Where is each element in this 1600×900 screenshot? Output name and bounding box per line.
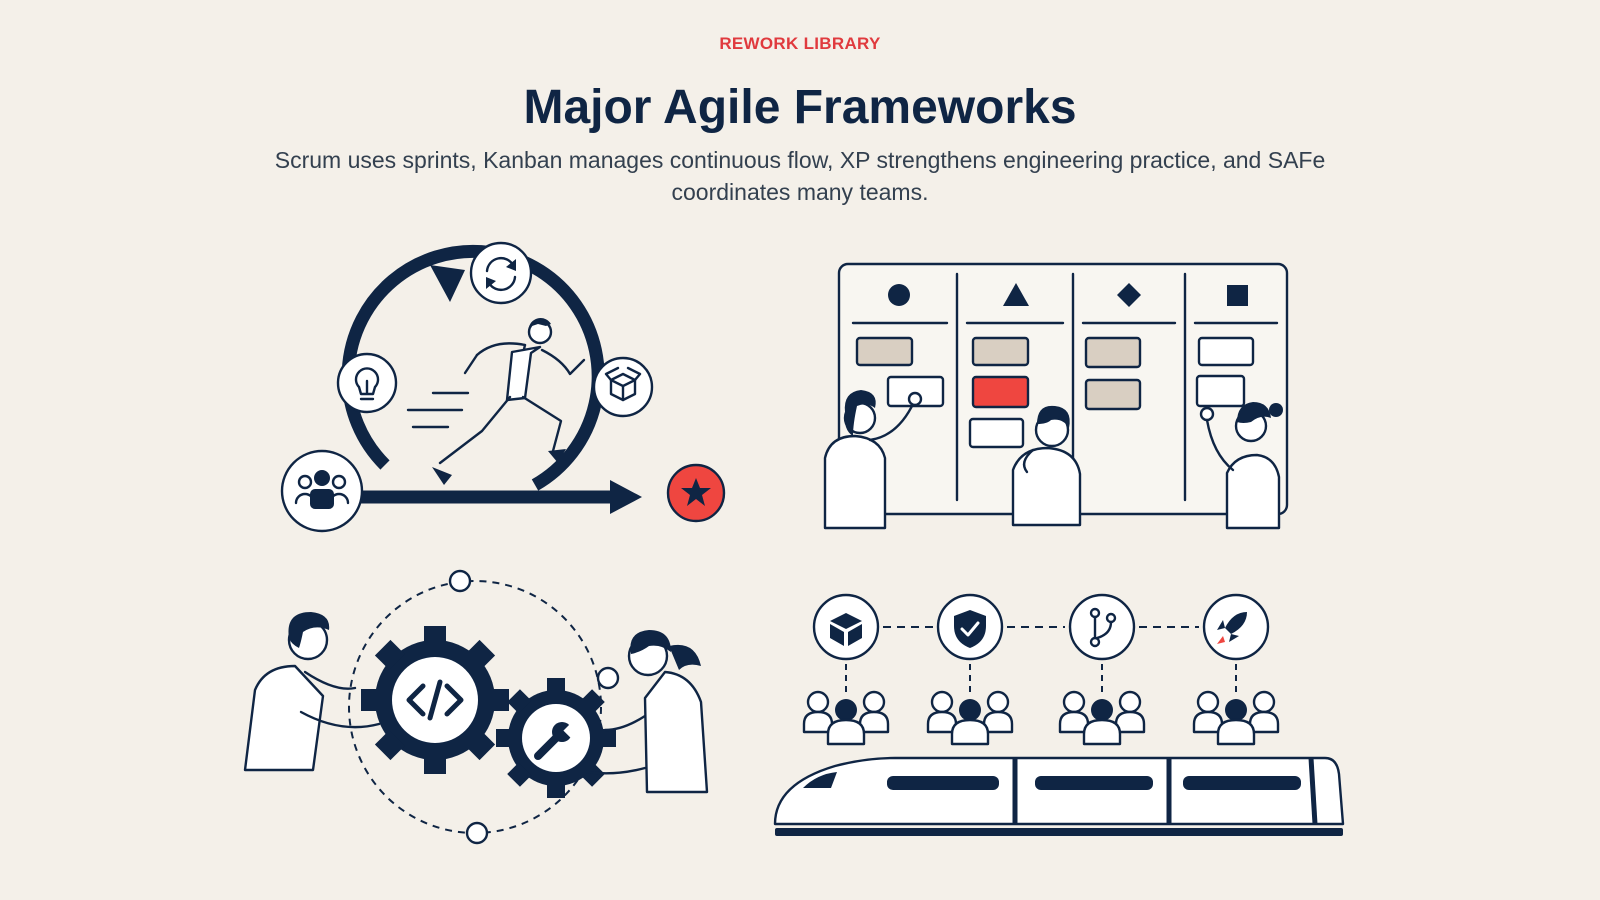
- team-icon: [280, 449, 364, 533]
- kanban-illustration: [815, 260, 1295, 545]
- team-icon: [1058, 690, 1146, 746]
- page-subtitle: Scrum uses sprints, Kanban manages conti…: [274, 147, 1326, 205]
- refresh-icon: [469, 241, 533, 305]
- code-gear-icon: [361, 626, 509, 774]
- running-person: [432, 318, 586, 485]
- train: [773, 756, 1345, 836]
- triangle-icon: [1003, 283, 1029, 306]
- open-box-icon: [592, 356, 654, 418]
- lightbulb-icon: [336, 352, 398, 414]
- team-icon: [926, 690, 1014, 746]
- star-icon: [666, 463, 726, 523]
- square-icon: [1227, 285, 1248, 306]
- shield-check-icon: [936, 593, 1004, 661]
- cycle-arrowhead: [430, 265, 465, 302]
- connector-lines: [845, 626, 1237, 692]
- person: [1199, 402, 1283, 530]
- circle-icon: [888, 284, 910, 306]
- git-branch-icon: [1068, 593, 1136, 661]
- page-title: Major Agile Frameworks: [523, 81, 1077, 134]
- safe-illustration: [773, 580, 1355, 855]
- person: [1011, 405, 1082, 527]
- person: [823, 390, 923, 530]
- team-icon: [1192, 690, 1280, 746]
- cube-icon: [812, 593, 880, 661]
- baseline-arrowhead: [610, 480, 642, 514]
- person: [243, 612, 381, 772]
- person: [585, 630, 709, 794]
- scrum-illustration: [270, 235, 750, 545]
- eyebrow-label: REWORK LIBRARY: [719, 34, 881, 53]
- rocket-icon: [1202, 593, 1270, 661]
- wrench-gear-icon: [496, 678, 616, 798]
- team-icon: [802, 690, 890, 746]
- speed-lines: [406, 391, 470, 429]
- diamond-icon: [1117, 283, 1141, 307]
- kanban-cards: [855, 336, 1255, 449]
- xp-illustration: [243, 569, 735, 852]
